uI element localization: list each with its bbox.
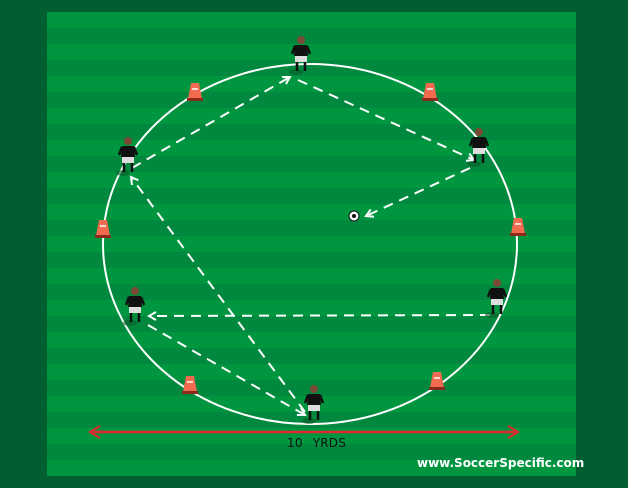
distance-unit: YRDS xyxy=(312,436,347,450)
player-icon xyxy=(300,383,325,426)
cone-icon xyxy=(94,219,112,239)
cone-icon xyxy=(428,371,446,391)
player-icon xyxy=(287,34,312,77)
soccer-ball-icon xyxy=(348,210,360,222)
circle-boundary xyxy=(102,63,518,425)
player-icon xyxy=(483,277,508,320)
cone-icon xyxy=(181,375,199,395)
pass-arrow xyxy=(147,324,305,415)
distance-label: 10 YRDS xyxy=(287,436,352,450)
cone-icon xyxy=(186,82,204,102)
cone-icon xyxy=(421,82,439,102)
distance-value: 10 xyxy=(287,436,303,450)
watermark: www.SoccerSpecific.com xyxy=(417,456,585,470)
player-icon xyxy=(465,126,490,169)
player-icon xyxy=(121,285,146,328)
pass-arrow xyxy=(297,79,474,160)
pass-arrow xyxy=(131,177,306,413)
pass-arrow xyxy=(131,77,290,169)
cone-icon xyxy=(509,217,527,237)
pass-arrow xyxy=(366,167,471,216)
pass-arrow xyxy=(149,315,491,316)
player-icon xyxy=(114,135,139,178)
